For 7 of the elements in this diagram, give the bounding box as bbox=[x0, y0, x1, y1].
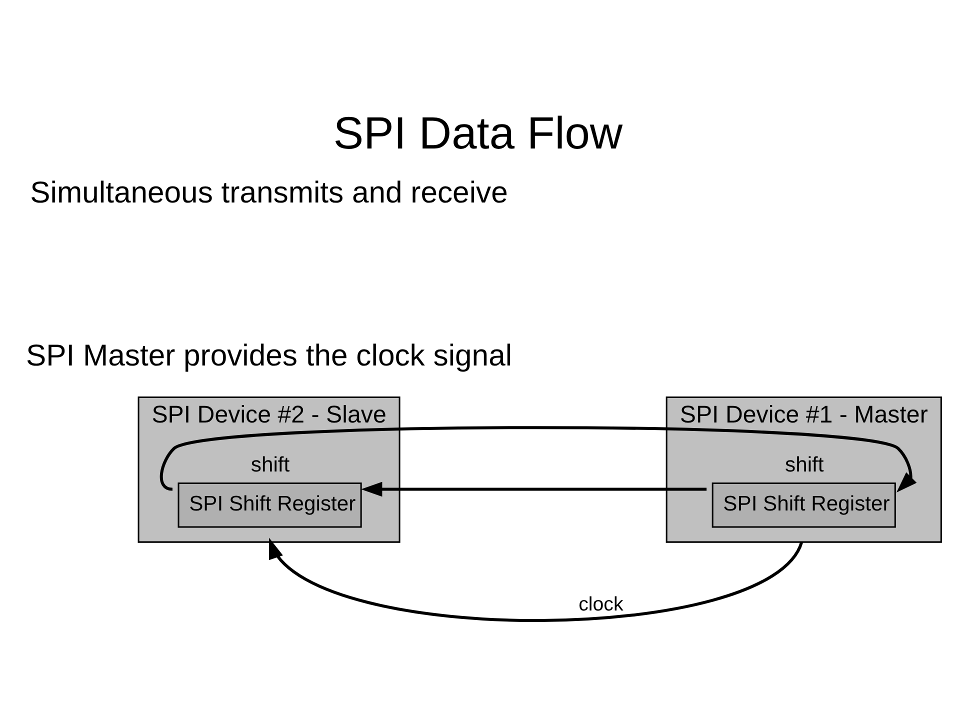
arrow bbox=[361, 482, 707, 497]
node-label: shift bbox=[785, 453, 824, 476]
diagram-title: SPI Data Flow bbox=[333, 107, 623, 158]
label: SPI Master provides the clock signal bbox=[26, 340, 512, 373]
node-label: shift bbox=[250, 453, 290, 476]
label: Simultaneous transmits and receive bbox=[30, 176, 508, 210]
edge-label: clock bbox=[578, 594, 624, 616]
